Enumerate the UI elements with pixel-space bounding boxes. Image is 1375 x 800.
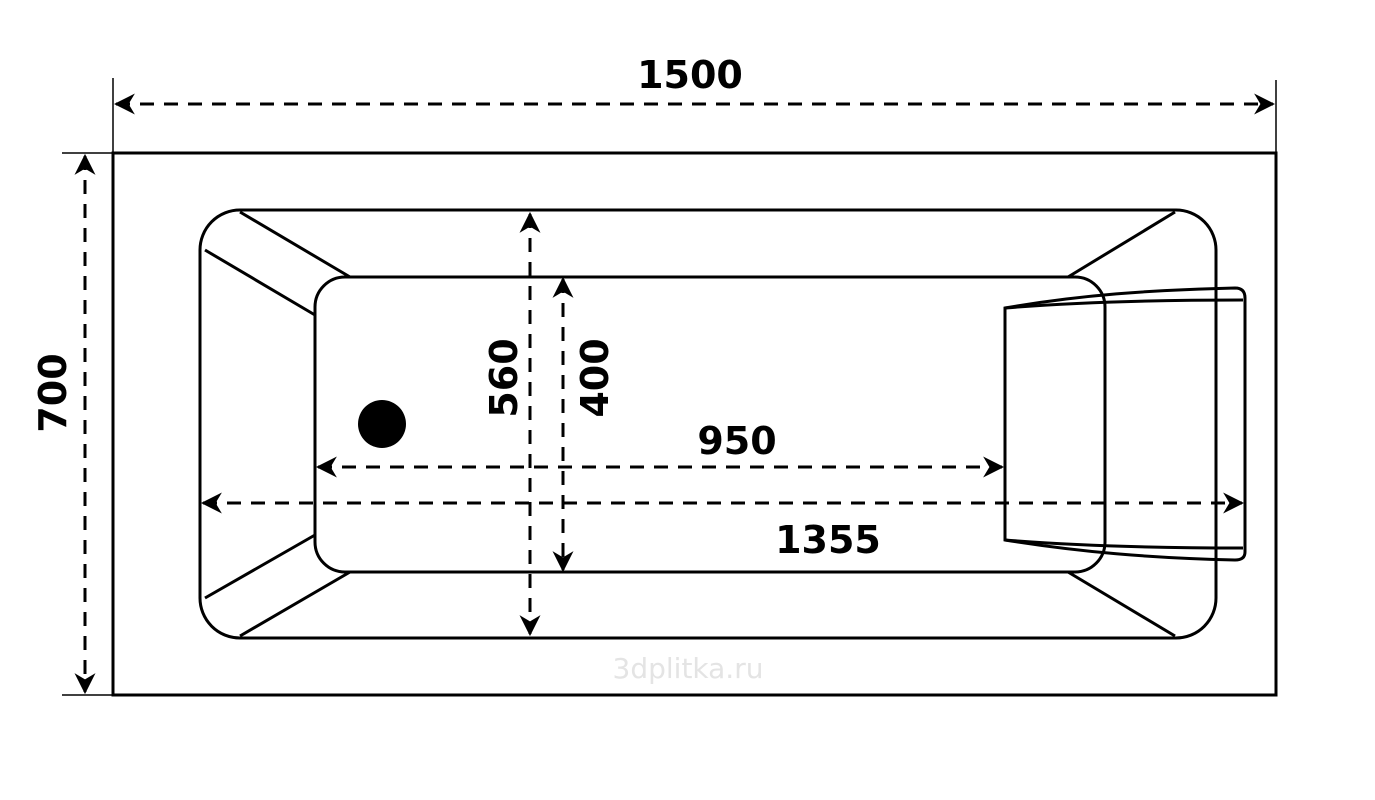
label-inner-length: 1355 <box>775 518 881 562</box>
label-bottom-length: 950 <box>697 419 776 463</box>
tub-bottom <box>313 275 1107 574</box>
outer-rim <box>111 151 1278 697</box>
headrest <box>1003 286 1247 562</box>
drain-hole <box>358 400 406 448</box>
tub-slope-lines <box>204 210 1176 638</box>
label-inner-width: 560 <box>482 338 526 417</box>
label-overall-width: 700 <box>31 353 75 432</box>
watermark: 3dplitka.ru <box>613 652 764 685</box>
label-bottom-width: 400 <box>573 338 617 417</box>
inner-tub-outline <box>198 208 1218 640</box>
label-overall-length: 1500 <box>637 53 743 97</box>
extension-lines <box>62 78 1277 696</box>
